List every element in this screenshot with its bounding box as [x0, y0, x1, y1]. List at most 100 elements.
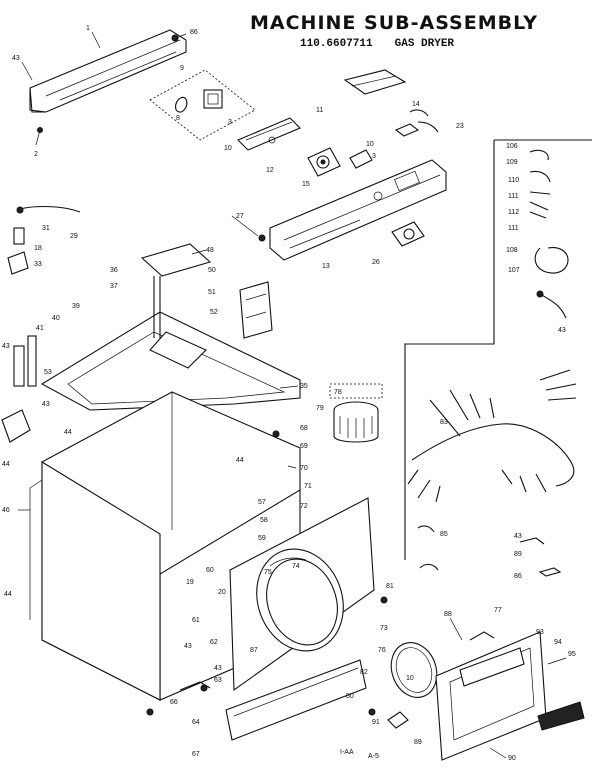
part-label: 64	[192, 719, 200, 726]
part-label: 111	[508, 193, 519, 200]
top-cover-plate	[40, 243, 301, 411]
door-seal	[390, 642, 438, 698]
part-label: 37	[110, 283, 118, 290]
cabinet	[29, 391, 301, 701]
part-label: 58	[260, 517, 268, 524]
diagram-title: MACHINE SUB-ASSEMBLY	[250, 12, 538, 34]
part-label: 48	[206, 247, 214, 254]
model-number: 110.6607711	[300, 38, 373, 50]
part-label: 26	[372, 259, 380, 266]
part-label: 44	[236, 457, 244, 464]
part-label: 74	[292, 563, 300, 570]
part-label: 33	[34, 261, 42, 268]
part-label: 61	[192, 617, 200, 624]
part-label: 75	[264, 569, 272, 576]
toe-panel	[225, 659, 367, 741]
part-label: 59	[258, 535, 266, 542]
part-label: 77	[494, 607, 502, 614]
part-label: 57	[258, 499, 266, 506]
part-label: 72	[300, 503, 308, 510]
part-label: 14	[412, 101, 420, 108]
part-label: 86	[190, 29, 198, 36]
part-label: 83	[440, 419, 448, 426]
part-label: 10	[224, 145, 232, 152]
part-label: 112	[508, 209, 519, 216]
top-console	[29, 29, 187, 146]
part-label: 46	[2, 507, 10, 514]
part-label: 89	[514, 551, 522, 558]
top-bracket	[343, 69, 407, 95]
part-label: 91	[372, 719, 380, 726]
part-label: 43	[42, 401, 50, 408]
part-label: 86	[514, 573, 522, 580]
part-label: 50	[208, 267, 216, 274]
push-switch	[391, 221, 425, 247]
part-label: 43	[514, 533, 522, 540]
part-label: 43	[2, 343, 10, 350]
part-label: 39	[72, 303, 80, 310]
part-label: 107	[508, 267, 520, 274]
blower-fan	[329, 383, 383, 443]
wire-harness-panel	[404, 139, 592, 577]
leader-lines	[18, 31, 567, 759]
door-assembly	[435, 631, 585, 761]
part-label: 93	[536, 629, 544, 636]
front-panel	[229, 497, 388, 692]
part-label: 53	[44, 369, 52, 376]
part-label: 60	[206, 567, 214, 574]
part-label: 81	[386, 583, 394, 590]
side-support	[239, 281, 273, 339]
switch-knob	[349, 149, 373, 169]
part-label: 13	[322, 263, 330, 270]
part-label: 109	[506, 159, 518, 166]
part-label: 79	[316, 405, 324, 412]
timer-bracket	[237, 117, 301, 151]
part-label: 31	[42, 225, 50, 232]
part-label: 94	[554, 639, 562, 646]
part-label: 71	[304, 483, 312, 490]
part-label: 106	[506, 143, 518, 150]
part-label: 10	[366, 141, 374, 148]
part-label: 3	[372, 153, 376, 160]
part-label: 66	[170, 699, 178, 706]
part-labels: 1 86 43 2 9 8 3 11 10 12 15 10 3 14 23 2…	[2, 25, 576, 762]
part-label: 3	[228, 119, 232, 126]
part-label: 95	[568, 651, 576, 658]
model-type: GAS DRYER	[394, 38, 455, 50]
part-label: 11	[316, 107, 323, 114]
part-label: 9	[180, 65, 184, 72]
part-label: 62	[210, 639, 218, 646]
part-label: 51	[208, 289, 216, 296]
part-label: 40	[52, 315, 60, 322]
part-label: 19	[186, 579, 194, 586]
gas-valve-bracket	[7, 206, 81, 275]
part-label: 27	[236, 213, 244, 220]
part-label: 36	[110, 267, 118, 274]
part-label: 78	[334, 389, 342, 396]
part-label: 43	[184, 643, 192, 650]
part-label: 82	[360, 669, 368, 676]
part-label: 1	[86, 25, 90, 32]
part-label: 85	[440, 531, 448, 538]
part-label: 52	[210, 309, 218, 316]
part-label: 18	[34, 245, 42, 252]
part-label: 44	[2, 461, 10, 468]
part-label: 90	[508, 755, 516, 762]
part-label: 76	[378, 647, 386, 654]
part-label: 29	[70, 233, 78, 240]
part-label: 23	[456, 123, 464, 130]
part-label: 111	[508, 225, 519, 232]
part-label: 12	[266, 167, 274, 174]
diagram-subtitle: 110.6607711 GAS DRYER	[300, 38, 476, 50]
part-label: 8	[176, 115, 180, 122]
part-label: 108	[506, 247, 518, 254]
part-label: 110	[508, 177, 519, 184]
part-label: 44	[4, 591, 12, 598]
part-label: 88	[444, 611, 452, 618]
part-label: 89	[414, 739, 422, 746]
hardware-bag	[149, 69, 256, 141]
part-label: 43	[214, 665, 222, 672]
part-label: 41	[36, 325, 44, 332]
left-bracket	[1, 335, 37, 443]
